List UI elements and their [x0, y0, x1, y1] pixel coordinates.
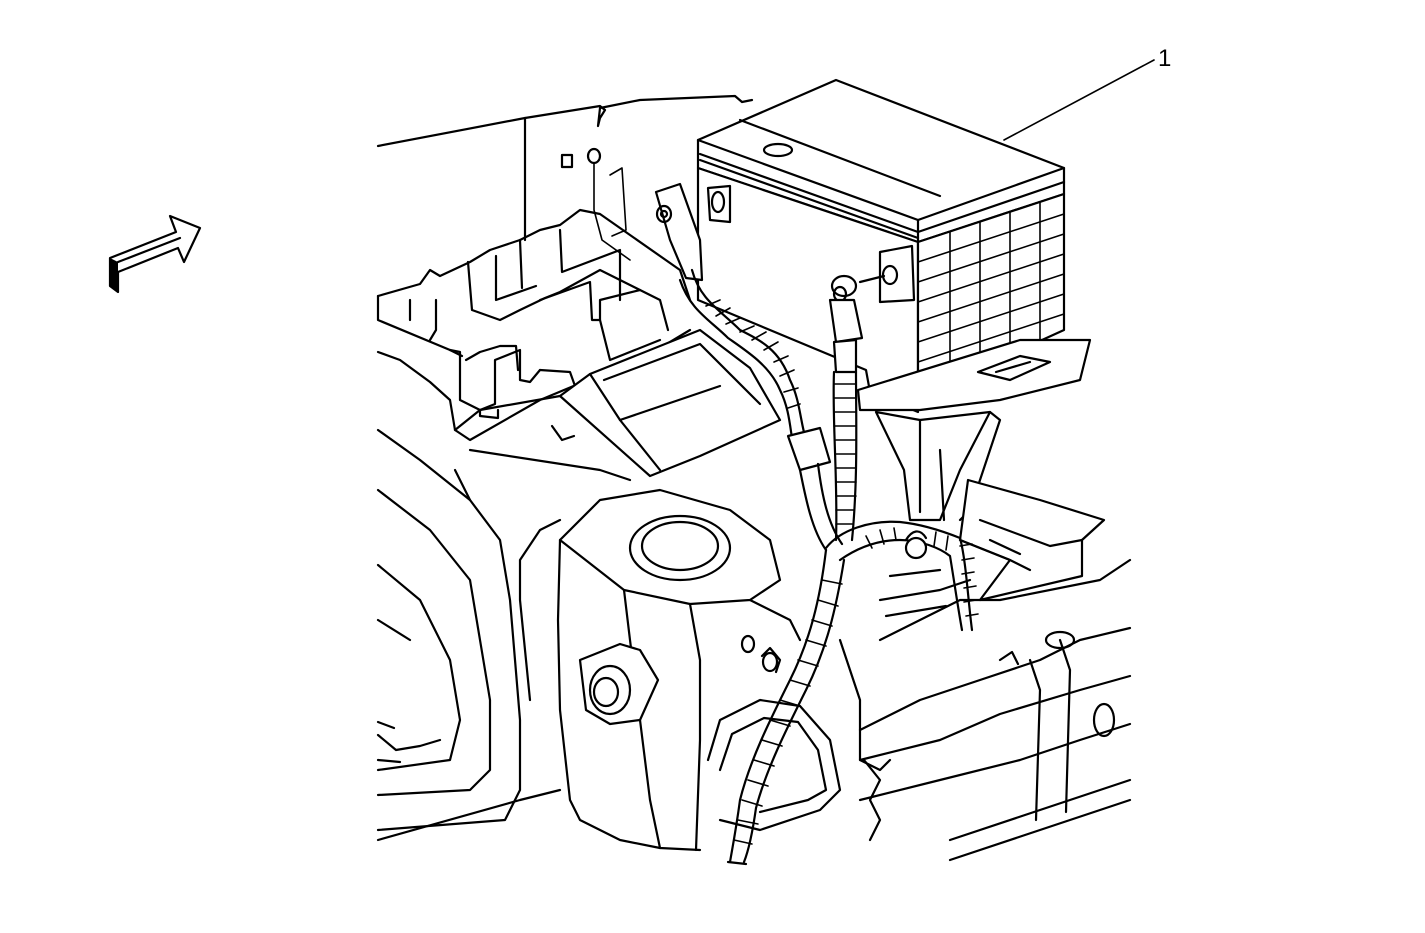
coolant-reservoir: [556, 488, 802, 852]
firewall-panel: [376, 94, 754, 261]
cable-harness: [726, 520, 979, 866]
fuse-relay-block: [376, 208, 692, 442]
negative-terminal-cable: [828, 274, 864, 542]
battery: [696, 78, 1066, 414]
center-duct: [453, 328, 782, 482]
callout-1: 1: [1003, 45, 1171, 141]
battery-tray: [856, 338, 1106, 602]
frame-rail: [838, 558, 1132, 862]
wheelhouse: [376, 428, 562, 842]
forward-direction-arrow-icon: [108, 214, 202, 294]
cable-bracket: [706, 698, 842, 832]
positive-terminal-cable: [654, 182, 844, 552]
callout-label-1: 1: [1158, 45, 1171, 72]
